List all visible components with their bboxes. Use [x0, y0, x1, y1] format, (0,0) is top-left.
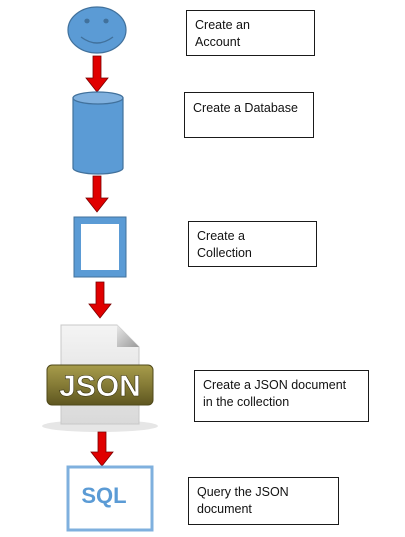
step-box-query-json-document: Query the JSON document: [188, 477, 339, 525]
step-box-create-database: Create a Database: [184, 92, 314, 138]
down-arrow-3: [88, 281, 112, 319]
down-arrow-2: [85, 175, 109, 213]
sql-document-icon: SQL: [66, 465, 154, 532]
arrow-shape: [85, 175, 109, 213]
step-box-create-collection: Create a Collection: [188, 221, 317, 267]
step-box-create-account: Create an Account: [186, 10, 315, 56]
smiley-face-icon: [67, 6, 127, 54]
json-file-icon: JSON: [42, 324, 158, 432]
step-box-create-json-document: Create a JSON document in the collection: [194, 370, 369, 422]
arrow-shape: [90, 431, 114, 467]
sql-text: SQL: [81, 483, 126, 508]
collection-square-icon: [73, 216, 127, 278]
down-arrow-1: [85, 55, 109, 93]
arrow-shape: [85, 55, 109, 93]
json-badge-text: JSON: [59, 370, 141, 403]
database-cylinder-icon: [72, 91, 124, 175]
arrow-shape: [88, 281, 112, 319]
down-arrow-4: [90, 431, 114, 467]
